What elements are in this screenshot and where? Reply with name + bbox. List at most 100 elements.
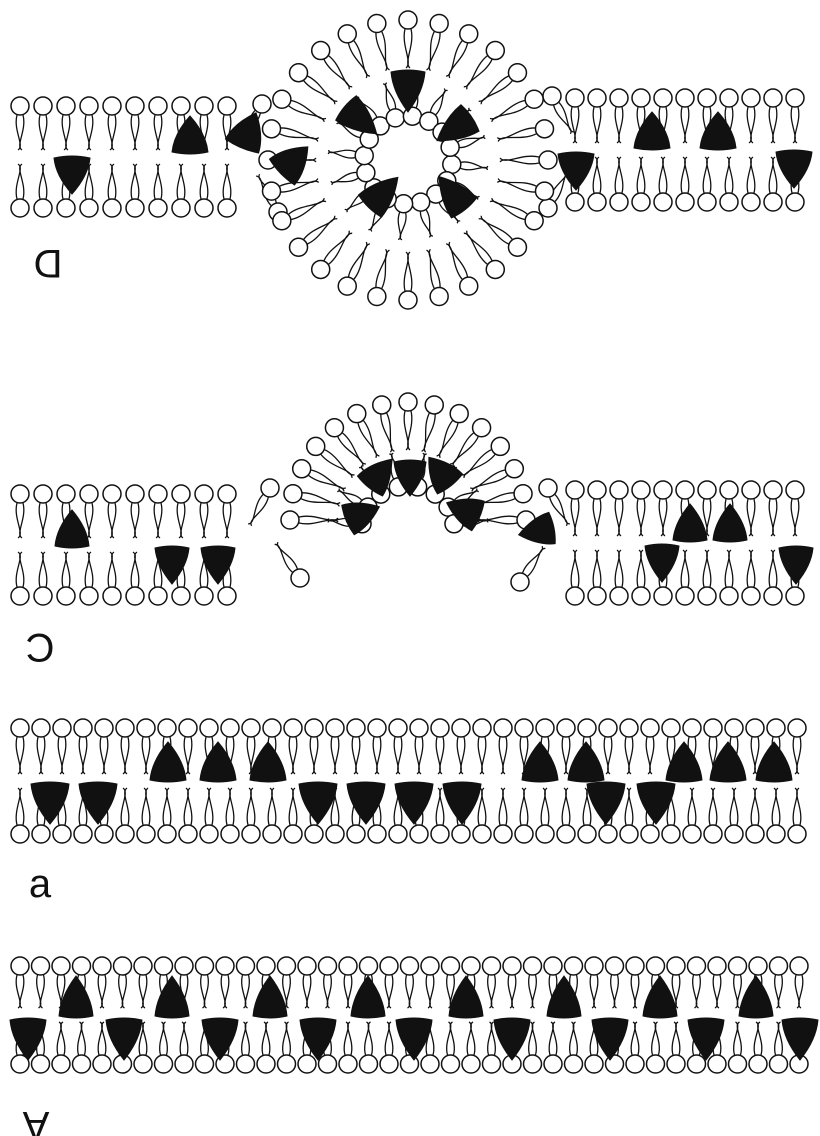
lipid-head	[218, 97, 236, 115]
lipid	[368, 719, 386, 774]
lipid	[427, 249, 449, 305]
lipid-head	[158, 825, 176, 843]
lipid-head	[786, 481, 804, 499]
lipid-head	[683, 825, 701, 843]
lipid	[103, 97, 121, 150]
lipid-head	[514, 485, 532, 503]
lipid	[490, 198, 543, 230]
lipid-head	[278, 957, 296, 975]
lipid	[610, 481, 628, 536]
lipid-head	[676, 89, 694, 107]
lipid-head	[508, 238, 526, 256]
lipid	[708, 957, 726, 1008]
lipid-head	[53, 719, 71, 737]
lipid	[149, 485, 167, 538]
lipid	[557, 788, 575, 843]
lipid	[399, 11, 417, 68]
lipid	[11, 97, 29, 150]
lipid	[158, 788, 176, 843]
lipid-head	[179, 719, 197, 737]
lipid	[500, 151, 557, 169]
lipid-head	[539, 479, 557, 497]
lipid-head	[195, 485, 213, 503]
lipid-head	[503, 957, 521, 975]
lipid	[410, 719, 428, 774]
inclusion-protein	[269, 147, 307, 185]
inclusion-protein	[253, 976, 287, 1018]
inclusion-protein	[666, 742, 702, 782]
lipid-head	[32, 825, 50, 843]
lipid-head	[483, 957, 501, 975]
lipid	[11, 164, 29, 217]
lipid	[137, 788, 155, 843]
lipid	[632, 481, 650, 536]
lipid-head	[786, 587, 804, 605]
lipid-head	[770, 1055, 788, 1073]
lipid	[11, 719, 29, 774]
lipid-head	[632, 587, 650, 605]
lipid-head	[348, 405, 366, 423]
lipid-head	[80, 199, 98, 217]
lipid	[73, 1022, 91, 1073]
lipid-head	[770, 957, 788, 975]
lipid	[273, 90, 326, 122]
lipid	[149, 164, 167, 217]
lipid-head	[319, 1055, 337, 1073]
lipid	[80, 97, 98, 150]
lipid-head	[290, 238, 308, 256]
lipid	[312, 42, 352, 90]
lipid-head	[788, 719, 806, 737]
lipid-head	[312, 260, 330, 278]
lipid-head	[543, 87, 561, 105]
lipid	[339, 1022, 357, 1073]
lipid	[195, 485, 213, 538]
inclusion-protein	[634, 112, 670, 150]
lipid	[585, 957, 603, 1008]
lipid-head	[80, 485, 98, 503]
lipid	[195, 164, 213, 217]
lipid-head	[515, 719, 533, 737]
lipid-head	[431, 825, 449, 843]
lipid	[494, 719, 512, 774]
lipid	[93, 957, 111, 1008]
inclusion-protein	[779, 546, 813, 584]
lipid	[566, 481, 584, 536]
lipid-head	[698, 89, 716, 107]
lipid-head	[662, 719, 680, 737]
lipid-head	[452, 719, 470, 737]
lipid	[632, 157, 650, 211]
lipid-head	[688, 1055, 706, 1073]
lipid-head	[557, 825, 575, 843]
lipid	[221, 788, 239, 843]
lipid	[200, 788, 218, 843]
lipid-head	[305, 825, 323, 843]
lipid	[248, 479, 279, 526]
panel-c	[11, 393, 813, 605]
lipid-head	[11, 199, 29, 217]
lipid-head	[263, 719, 281, 737]
lipid-head	[149, 199, 167, 217]
lipid	[172, 164, 190, 217]
lipid-head	[218, 587, 236, 605]
lipid-head	[326, 719, 344, 737]
lipid	[11, 485, 29, 538]
lipid	[149, 97, 167, 150]
lipid	[704, 788, 722, 843]
lipid-head	[790, 957, 808, 975]
lipid-head	[325, 419, 343, 437]
lipid	[80, 552, 98, 605]
lipid-head	[524, 1055, 542, 1073]
lipid	[610, 89, 628, 143]
lipid-head	[52, 957, 70, 975]
inclusion-protein	[637, 782, 675, 824]
lipid-head	[535, 182, 553, 200]
inclusion-protein	[150, 742, 186, 782]
lipid-head	[116, 825, 134, 843]
lipid-head	[11, 485, 29, 503]
lipid-head	[339, 1055, 357, 1073]
lipid	[347, 719, 365, 774]
lipid	[284, 485, 340, 507]
lipid	[95, 719, 113, 774]
lipid	[483, 957, 501, 1008]
panel-d	[11, 11, 812, 309]
